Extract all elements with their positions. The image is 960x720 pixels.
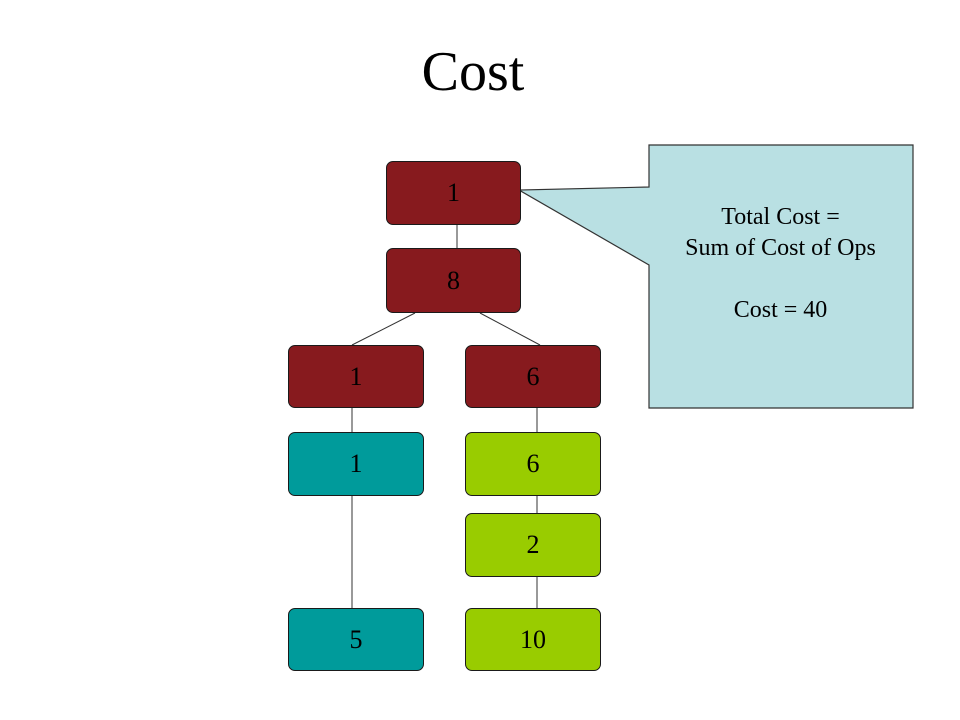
node-left-op: 1 — [288, 345, 424, 408]
node-left-leaf: 5 — [288, 608, 424, 671]
node-right-child: 6 — [465, 432, 601, 496]
callout-balloon — [516, 144, 914, 409]
node-root: 1 — [386, 161, 521, 225]
edge-8-to-right — [479, 312, 541, 346]
node-level2: 8 — [386, 248, 521, 313]
callout-spacer — [649, 264, 912, 295]
callout-line-cost: Cost = 40 — [733, 297, 828, 324]
edge-8-to-left — [351, 312, 416, 346]
callout-text: Total Cost = Sum of Cost of Ops Cost = 4… — [649, 202, 912, 327]
node-left-child: 1 — [288, 432, 424, 496]
callout-line-sum: Sum of Cost of Ops — [685, 235, 876, 262]
callout-line-total: Total Cost = — [721, 204, 840, 230]
node-right-op: 6 — [465, 345, 601, 408]
slide-title: Cost — [421, 41, 525, 103]
node-right-grandchild: 2 — [465, 513, 601, 577]
node-right-leaf: 10 — [465, 608, 601, 671]
